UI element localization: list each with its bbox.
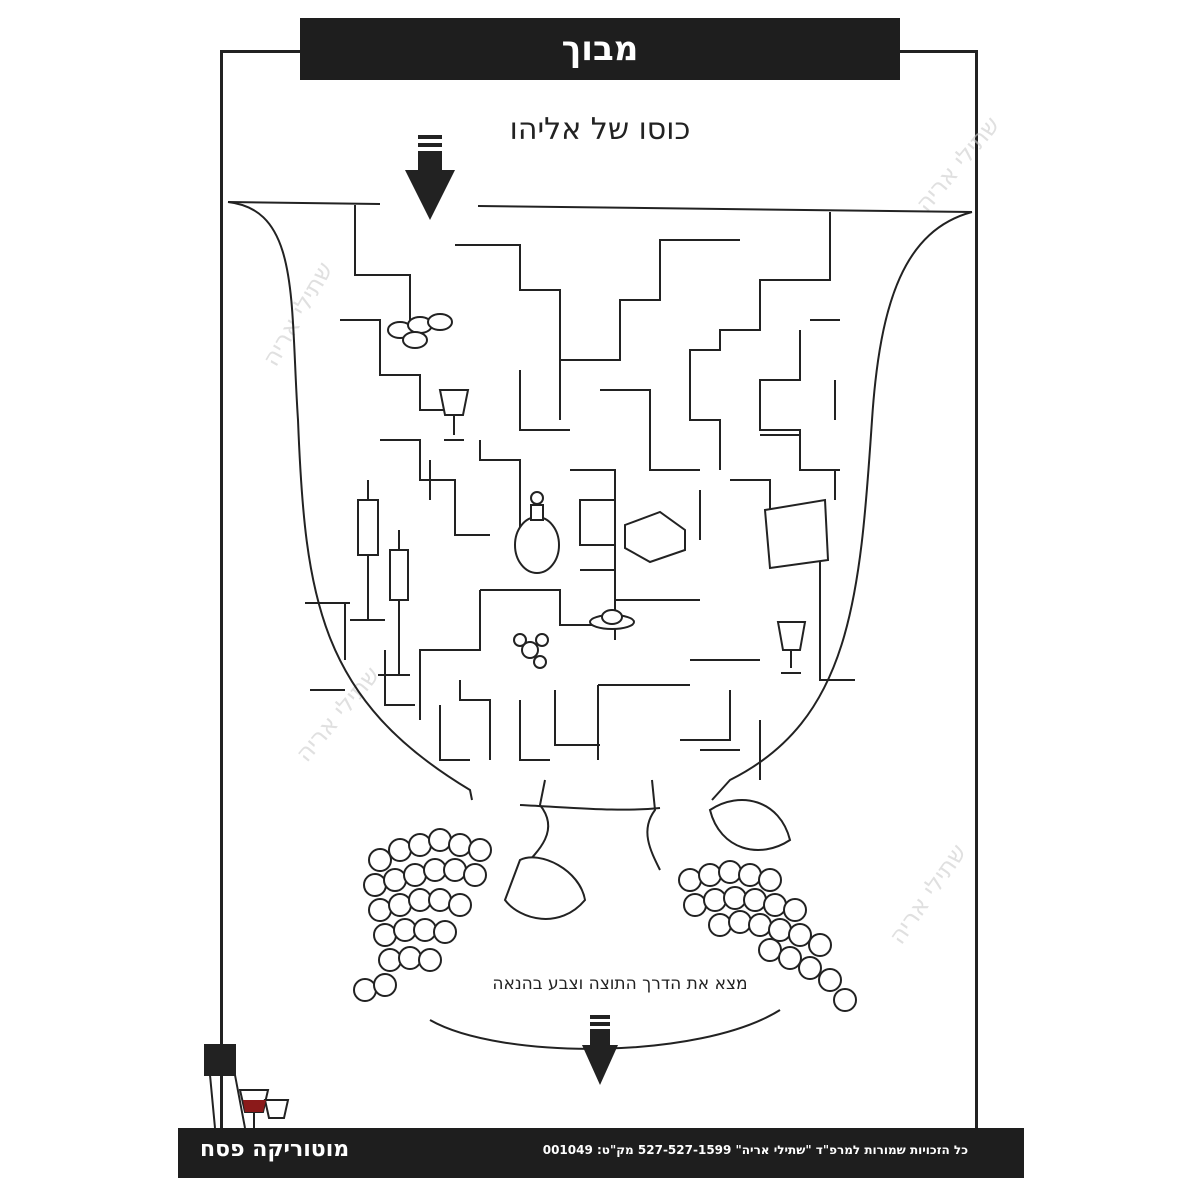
grapes-left-icon [353, 828, 587, 1002]
flower-icon [513, 633, 549, 669]
page-title: מבוך [561, 29, 639, 69]
nuts-icon [387, 313, 453, 349]
maze-instruction: מצא את הדרך התוצה וצבע בהנאה [492, 974, 748, 994]
wine-cup-icon [438, 389, 470, 441]
gift-box-icon [624, 510, 686, 564]
footer-bar: כל הזכויות שמורות למרפ"ד "שתילי אריה" 52… [178, 1128, 1024, 1178]
egg-plate-icon [589, 609, 635, 630]
grapes-right-icon [678, 799, 857, 1012]
title-bar: מבוך [300, 18, 900, 80]
brand-label: מוטוריקה פסח [200, 1137, 349, 1162]
brand-bold: מוטוריקה [252, 1137, 350, 1162]
wine-bottle-glasses-icon [204, 1044, 290, 1129]
start-arrow-icon [405, 135, 455, 220]
matzah-icon [763, 498, 830, 570]
copyright-text: כל הזכויות שמורות למרפ"ד "שתילי אריה" 52… [542, 1143, 968, 1157]
maze-subtitle: כוסו של אליהו [509, 112, 691, 147]
brand-rest: פסח [200, 1137, 245, 1162]
goblet-outline [227, 201, 473, 801]
kiddush-cup-icon [776, 621, 807, 674]
decanter-icon [514, 491, 560, 574]
end-arrow-icon [582, 1015, 618, 1085]
goblet-outline [711, 211, 973, 801]
candles-icon [350, 480, 410, 676]
